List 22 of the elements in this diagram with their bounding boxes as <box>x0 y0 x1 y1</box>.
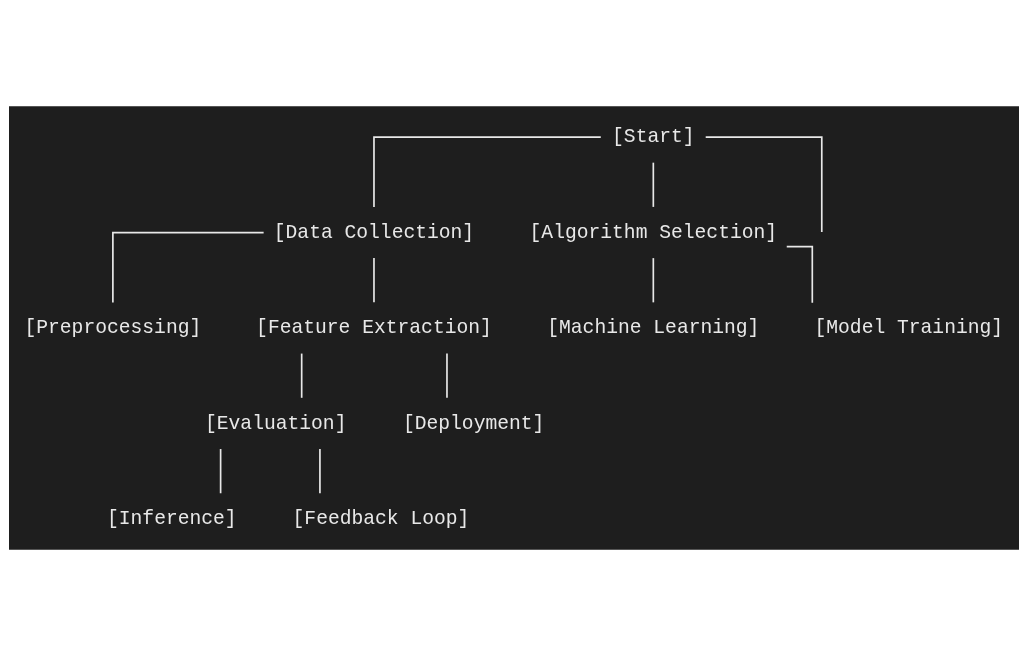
connector <box>652 256 654 303</box>
node-text: [Inference] <box>106 507 237 530</box>
connector <box>445 352 448 399</box>
connector <box>785 245 813 304</box>
connector <box>704 135 823 233</box>
connector <box>318 447 321 494</box>
connector <box>111 231 264 303</box>
connector <box>372 256 375 303</box>
node-text: [Start] <box>611 125 695 148</box>
node-text: [Machine Learning] <box>546 316 759 339</box>
node-text: [Deployment] <box>402 412 544 435</box>
connector <box>652 161 654 208</box>
node-text: [Data Collection] <box>273 221 474 244</box>
node-text: [Model Training] <box>814 316 1003 339</box>
node-text: [Feature Extraction] <box>255 316 492 339</box>
node-text: [Preprocessing] <box>23 316 201 339</box>
connector <box>372 135 602 208</box>
connector <box>219 447 221 494</box>
node-text: [Algorithm Selection] <box>529 221 777 244</box>
node-text: [Feedback Loop] <box>292 507 469 530</box>
node-text: [Evaluation] <box>204 412 346 435</box>
connector <box>300 352 302 399</box>
